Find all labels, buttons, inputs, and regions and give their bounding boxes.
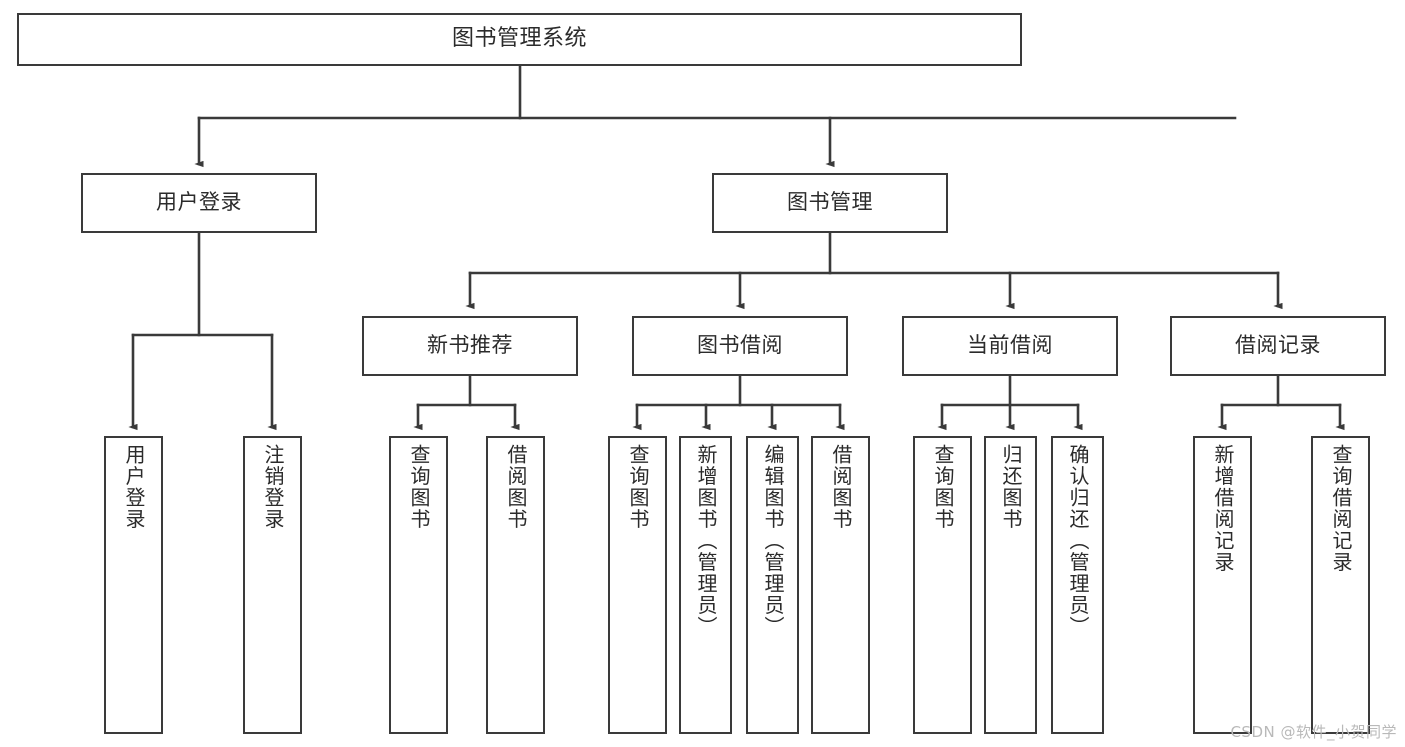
node-label: 图书借阅 — [697, 333, 783, 358]
leaf-add-book-admin[interactable]: 新增图书（管理员） — [679, 436, 732, 734]
leaf-borrow-book[interactable]: 借阅图书 — [811, 436, 870, 734]
node-label: 借阅图书 — [504, 444, 528, 530]
node-current-borrow[interactable]: 当前借阅 — [902, 316, 1118, 376]
node-new-book-recommend[interactable]: 新书推荐 — [362, 316, 578, 376]
node-label: 新增图书（管理员） — [694, 444, 718, 638]
node-label: 查询图书 — [626, 444, 650, 530]
node-book-borrow[interactable]: 图书借阅 — [632, 316, 848, 376]
node-label: 当前借阅 — [967, 333, 1053, 358]
leaf-add-borrow-record[interactable]: 新增借阅记录 — [1193, 436, 1252, 734]
node-book-management[interactable]: 图书管理 — [712, 173, 948, 233]
node-label: 用户登录 — [122, 444, 146, 530]
leaf-query-borrow-record[interactable]: 查询借阅记录 — [1311, 436, 1370, 734]
leaf-logout[interactable]: 注销登录 — [243, 436, 302, 734]
node-label: 新书推荐 — [427, 333, 513, 358]
leaf-confirm-return-admin[interactable]: 确认归还（管理员） — [1051, 436, 1104, 734]
node-label: 归还图书 — [999, 444, 1023, 530]
node-label: 新增借阅记录 — [1211, 444, 1235, 573]
node-label: 查询图书 — [931, 444, 955, 530]
node-borrow-records[interactable]: 借阅记录 — [1170, 316, 1386, 376]
leaf-query-book-current[interactable]: 查询图书 — [913, 436, 972, 734]
node-label: 借阅记录 — [1235, 333, 1321, 358]
leaf-query-book-recommend[interactable]: 查询图书 — [389, 436, 448, 734]
node-label: 注销登录 — [261, 444, 285, 530]
leaf-query-book-borrow[interactable]: 查询图书 — [608, 436, 667, 734]
node-label: 查询图书 — [407, 444, 431, 530]
node-label: 图书管理 — [787, 190, 873, 215]
node-label: 用户登录 — [156, 190, 242, 215]
leaf-borrow-book-recommend[interactable]: 借阅图书 — [486, 436, 545, 734]
leaf-user-login[interactable]: 用户登录 — [104, 436, 163, 734]
node-label: 确认归还（管理员） — [1066, 444, 1090, 638]
node-label: 编辑图书（管理员） — [761, 444, 785, 638]
node-root-book-management-system[interactable]: 图书管理系统 — [17, 13, 1022, 66]
node-label: 查询借阅记录 — [1329, 444, 1353, 573]
node-label: 借阅图书 — [829, 444, 853, 530]
csdn-watermark: CSDN @软件_小贺同学 — [1230, 723, 1397, 741]
leaf-return-book[interactable]: 归还图书 — [984, 436, 1037, 734]
node-label: 图书管理系统 — [451, 26, 587, 52]
leaf-edit-book-admin[interactable]: 编辑图书（管理员） — [746, 436, 799, 734]
node-user-login[interactable]: 用户登录 — [81, 173, 317, 233]
